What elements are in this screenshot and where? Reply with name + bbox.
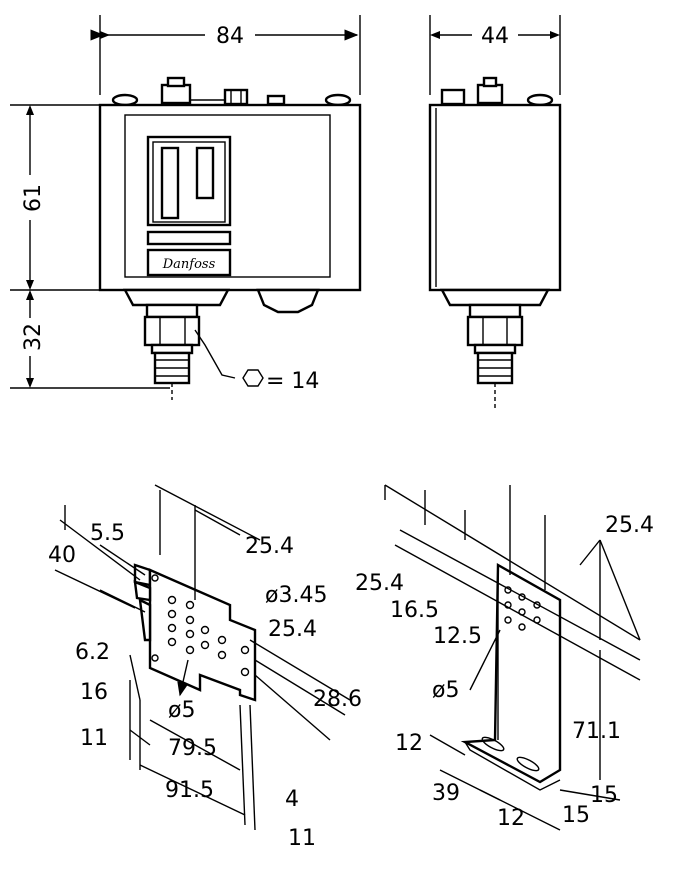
angle-dim-12-left: 12 bbox=[395, 731, 423, 756]
flat-dim-11-left: 11 bbox=[80, 726, 108, 751]
danfoss-logo: Danfoss bbox=[162, 257, 216, 272]
hex-size-label: = 14 bbox=[266, 369, 319, 394]
front-view: 84 61 32 Danfoss bbox=[10, 15, 362, 400]
angle-dim-12-bottom: 12 bbox=[497, 806, 525, 831]
angle-dim-25-4-top: 25.4 bbox=[605, 513, 654, 538]
flat-dim-25-4-top: 25.4 bbox=[245, 534, 294, 559]
flat-dim-4: 4 bbox=[285, 787, 299, 812]
angle-bracket-view: 25.4 25.4 16.5 12.5 ø5 71.1 12 39 12 15 … bbox=[355, 484, 654, 831]
angle-dim-dia-5: ø5 bbox=[432, 678, 459, 703]
flat-dim-79-5: 79.5 bbox=[168, 736, 217, 761]
fitting-height-label: 32 bbox=[21, 323, 46, 351]
front-height-label: 61 bbox=[21, 184, 46, 212]
angle-dim-25-4-left: 25.4 bbox=[355, 571, 404, 596]
flat-dim-dia-3-45: ø3.45 bbox=[265, 583, 327, 608]
flat-dim-28-6: 28.6 bbox=[313, 687, 362, 712]
angle-dim-16-5: 16.5 bbox=[390, 598, 439, 623]
flat-dim-6-2: 6.2 bbox=[75, 640, 110, 665]
flat-dim-25-4-right: 25.4 bbox=[268, 617, 317, 642]
flat-dim-5-5: 5.5 bbox=[90, 521, 125, 546]
flat-dim-dia-5: ø5 bbox=[168, 698, 195, 723]
angle-dim-15-bottom: 15 bbox=[562, 803, 590, 828]
angle-dim-39: 39 bbox=[432, 781, 460, 806]
front-width-label: 84 bbox=[216, 24, 244, 49]
flat-dim-40: 40 bbox=[48, 543, 76, 568]
flat-bracket-view: 5.5 40 25.4 ø3.45 25.4 6.2 16 28.6 ø5 11… bbox=[48, 484, 362, 851]
flat-dim-91-5: 91.5 bbox=[165, 778, 214, 803]
angle-dim-71-1: 71.1 bbox=[572, 719, 621, 744]
bracket-holes bbox=[151, 574, 250, 677]
side-width-label: 44 bbox=[481, 24, 509, 49]
side-view: 44 bbox=[428, 15, 562, 410]
flat-dim-11-bottom: 11 bbox=[288, 826, 316, 851]
flat-dim-16: 16 bbox=[80, 680, 108, 705]
angle-dim-15-right: 15 bbox=[590, 783, 618, 808]
angle-dim-12-5: 12.5 bbox=[433, 624, 482, 649]
